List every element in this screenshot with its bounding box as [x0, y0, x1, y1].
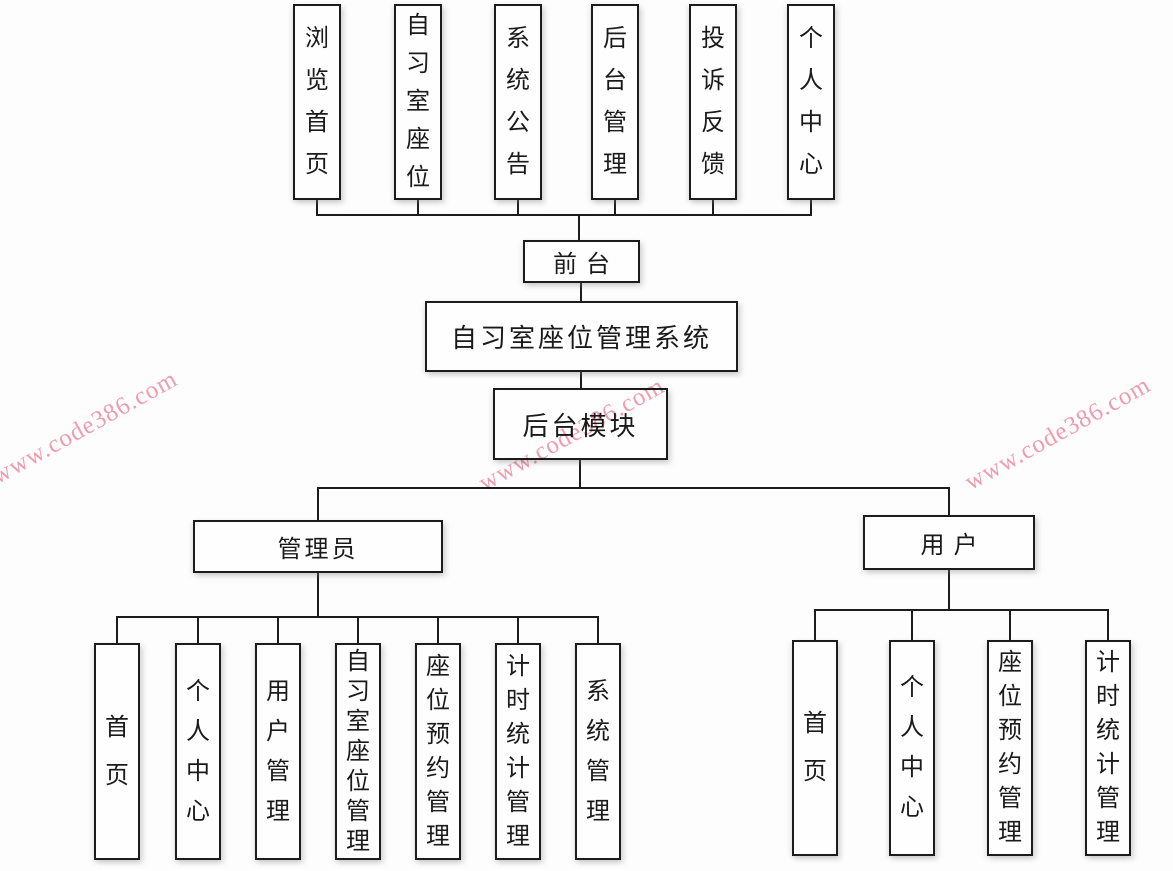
- node-label: 管理员: [277, 537, 359, 563]
- node-label: 浏览首页: [305, 26, 329, 178]
- node-label: 系统管理: [586, 678, 610, 825]
- node-admin-home: 首页: [94, 643, 140, 860]
- node-label: 个人中心: [186, 678, 210, 825]
- node-label: 自习室座位管理系统: [450, 324, 712, 353]
- node-label: 个人中心: [900, 675, 924, 821]
- node-personal-center-front: 个人中心: [787, 4, 835, 200]
- node-admin-personal-center: 个人中心: [175, 643, 221, 860]
- node-label: 自习室座位: [406, 13, 430, 191]
- node-backend-module: 后台模块: [493, 388, 668, 460]
- node-label: 投诉反馈: [701, 26, 725, 178]
- node-user-role: 用户: [863, 515, 1035, 570]
- node-label: 首页: [105, 714, 129, 789]
- node-backend-manage: 后台管理: [591, 4, 639, 200]
- node-label: 首页: [803, 711, 827, 785]
- node-browse-home: 浏览首页: [293, 4, 341, 200]
- node-user-timing-stats-manage: 计时统计管理: [1085, 640, 1131, 856]
- node-label: 座位预约管理: [426, 653, 450, 850]
- node-label: 后台管理: [603, 26, 627, 178]
- node-label: 计时统计管理: [1096, 650, 1120, 846]
- node-front-office: 前台: [523, 240, 640, 283]
- node-label: 系统公告: [506, 26, 530, 178]
- node-label: 后台模块: [522, 411, 639, 441]
- node-system-root: 自习室座位管理系统: [425, 301, 738, 372]
- node-user-personal-center: 个人中心: [889, 640, 935, 856]
- node-label: 个人中心: [799, 26, 823, 178]
- node-system-notice: 系统公告: [494, 4, 542, 200]
- node-study-room-seat: 自习室座位: [394, 4, 442, 200]
- node-admin-user-manage: 用户管理: [255, 643, 301, 860]
- node-admin-system-manage: 系统管理: [575, 643, 621, 860]
- node-label: 用户: [920, 533, 987, 559]
- node-admin-study-room-seat-manage: 自习室座位管理: [335, 643, 381, 860]
- node-label: 计时统计管理: [506, 653, 530, 850]
- node-label: 前台: [553, 252, 619, 278]
- node-complaint-feedback: 投诉反馈: [689, 4, 737, 200]
- node-admin-role: 管理员: [193, 520, 443, 573]
- node-admin-seat-reservation-manage: 座位预约管理: [415, 643, 461, 860]
- node-user-seat-reservation-manage: 座位预约管理: [987, 640, 1033, 856]
- node-label: 用户管理: [266, 678, 290, 825]
- node-admin-timing-stats-manage: 计时统计管理: [495, 643, 541, 860]
- node-user-home: 首页: [792, 640, 838, 856]
- node-label: 座位预约管理: [998, 650, 1022, 846]
- node-label: 自习室座位管理: [346, 648, 370, 855]
